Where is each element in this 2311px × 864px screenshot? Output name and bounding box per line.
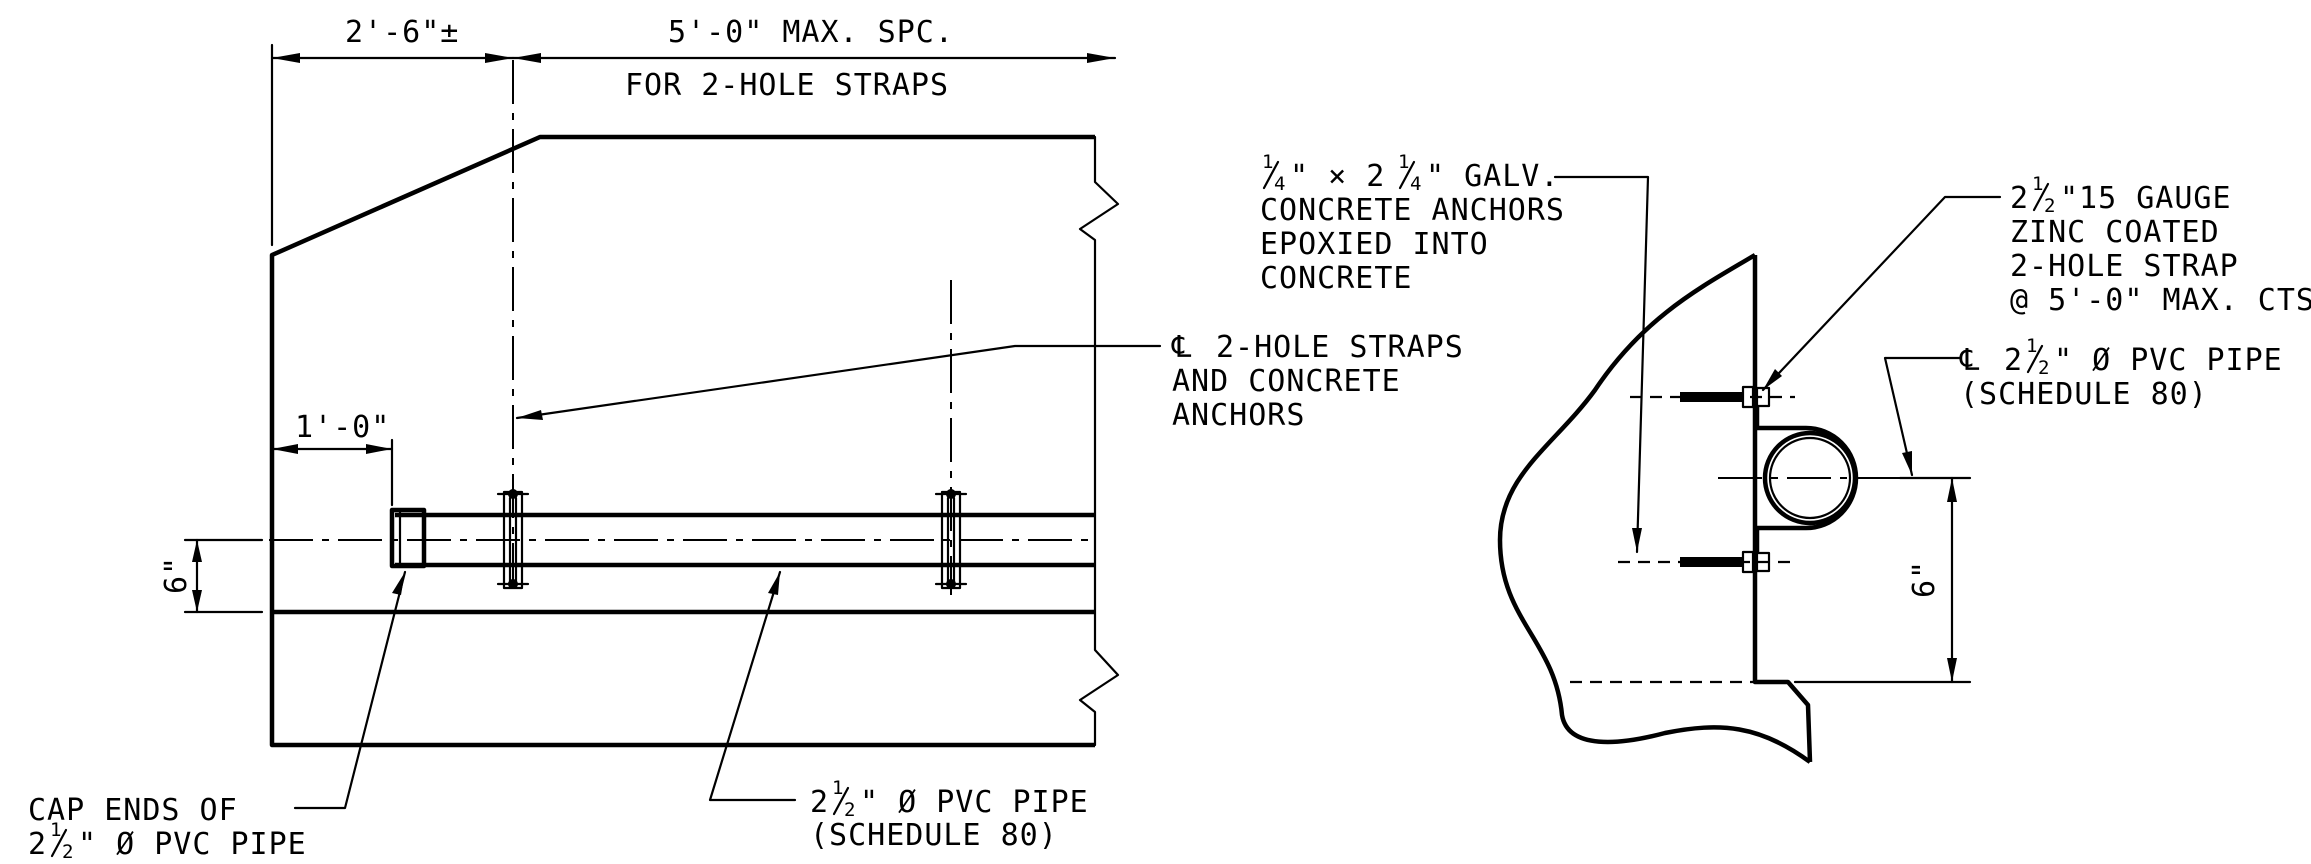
dim-height-label: 6"	[159, 556, 194, 594]
dim-spacing-label: 5'-0" MAX. SPC.	[668, 15, 954, 50]
svg-text:1: 1	[50, 819, 62, 841]
svg-text:4: 4	[1274, 173, 1286, 195]
pipe-note-line1: 2 1 2 " Ø PVC PIPE	[810, 777, 1089, 821]
dim-height-section-label: 6"	[1907, 560, 1942, 598]
svg-text:"15 GAUGE: "15 GAUGE	[2060, 181, 2232, 216]
svg-text:2: 2	[2044, 195, 2056, 217]
dim-cap-offset-label: 1'-0"	[295, 410, 390, 445]
pvc-pipe-section-outer	[1762, 430, 1858, 526]
centerline-symbol: ℄	[1171, 330, 1192, 365]
wall-right-break	[1078, 135, 1120, 747]
svg-text:" Ø PVC PIPE: " Ø PVC PIPE	[78, 827, 307, 862]
pipe-cl-note-line1: ℄ 2 1 2 " Ø PVC PIPE	[1959, 335, 2283, 379]
anchor-note-line3: EPOXIED INTO	[1260, 227, 1489, 262]
svg-text:2: 2	[2010, 181, 2029, 216]
anchor-note-line4: CONCRETE	[1260, 261, 1413, 296]
strap-note-line2: ZINC COATED	[2010, 215, 2220, 250]
svg-text:1: 1	[1262, 151, 1274, 173]
cl-label-line2: AND CONCRETE	[1172, 364, 1401, 399]
wall-outline	[269, 134, 1095, 748]
pipe-leader	[708, 570, 797, 802]
centerline-leader	[515, 344, 1162, 420]
svg-text:" × 2: " × 2	[1290, 159, 1385, 194]
anchor-note-line2: CONCRETE ANCHORS	[1260, 193, 1565, 228]
anchor-leader	[1553, 175, 1650, 554]
cl-label-line3: ANCHORS	[1172, 398, 1305, 433]
svg-text:2: 2	[2038, 357, 2050, 379]
section-view: 6" 1 4 " × 2 1 4 " GALV. CONCRETE ANCHOR…	[1260, 151, 2311, 764]
anchor-top	[1630, 385, 1795, 409]
svg-text:" Ø PVC PIPE: " Ø PVC PIPE	[860, 785, 1089, 820]
svg-text:2: 2	[2004, 343, 2023, 378]
svg-text:2: 2	[28, 827, 47, 862]
strap-leader	[1761, 195, 2002, 392]
pipe-cl-leader	[1883, 356, 1962, 477]
pipe-end-cap	[389, 507, 427, 569]
cap-leader	[293, 570, 407, 810]
svg-text:℄: ℄	[1959, 343, 1980, 378]
strap-note-line1: 2 1 2 "15 GAUGE	[2010, 173, 2232, 217]
anchor-note-line1: 1 4 " × 2 1 4 " GALV.	[1262, 151, 1559, 195]
svg-text:1: 1	[832, 777, 844, 799]
cap-note-line1: CAP ENDS OF	[28, 793, 238, 828]
svg-text:" GALV.: " GALV.	[1426, 159, 1559, 194]
two-hole-strap	[1754, 406, 1859, 553]
svg-text:4: 4	[1410, 173, 1422, 195]
svg-text:1: 1	[2026, 335, 2038, 357]
svg-text:1: 1	[2032, 173, 2044, 195]
svg-text:1: 1	[1398, 151, 1410, 173]
svg-text:2: 2	[844, 799, 856, 821]
strap-note-line4: @ 5'-0" MAX. CTS.	[2010, 283, 2311, 318]
pipe-note-line2: (SCHEDULE 80)	[810, 818, 1058, 853]
svg-text:2: 2	[810, 785, 829, 820]
svg-text:" Ø PVC PIPE: " Ø PVC PIPE	[2054, 343, 2283, 378]
anchor-bottom	[1618, 550, 1792, 574]
concrete-wall-outline	[1497, 253, 1812, 764]
dim-edge-label: 2'-6"±	[345, 15, 459, 50]
pvc-pipe-section-inner	[1768, 436, 1852, 520]
cl-label-line1: 2-HOLE STRAPS	[1216, 330, 1464, 365]
strap-note-line3: 2-HOLE STRAP	[2010, 249, 2239, 284]
cap-note-line2: 2 1 2 " Ø PVC PIPE	[28, 819, 307, 863]
pipe-cl-note-line2: (SCHEDULE 80)	[1960, 377, 2208, 412]
dim-spacing-note: FOR 2-HOLE STRAPS	[625, 68, 949, 103]
svg-text:2: 2	[62, 841, 74, 863]
elevation-view: 2'-6"± 5'-0" MAX. SPC. FOR 2-HOLE STRAPS…	[28, 15, 1464, 863]
